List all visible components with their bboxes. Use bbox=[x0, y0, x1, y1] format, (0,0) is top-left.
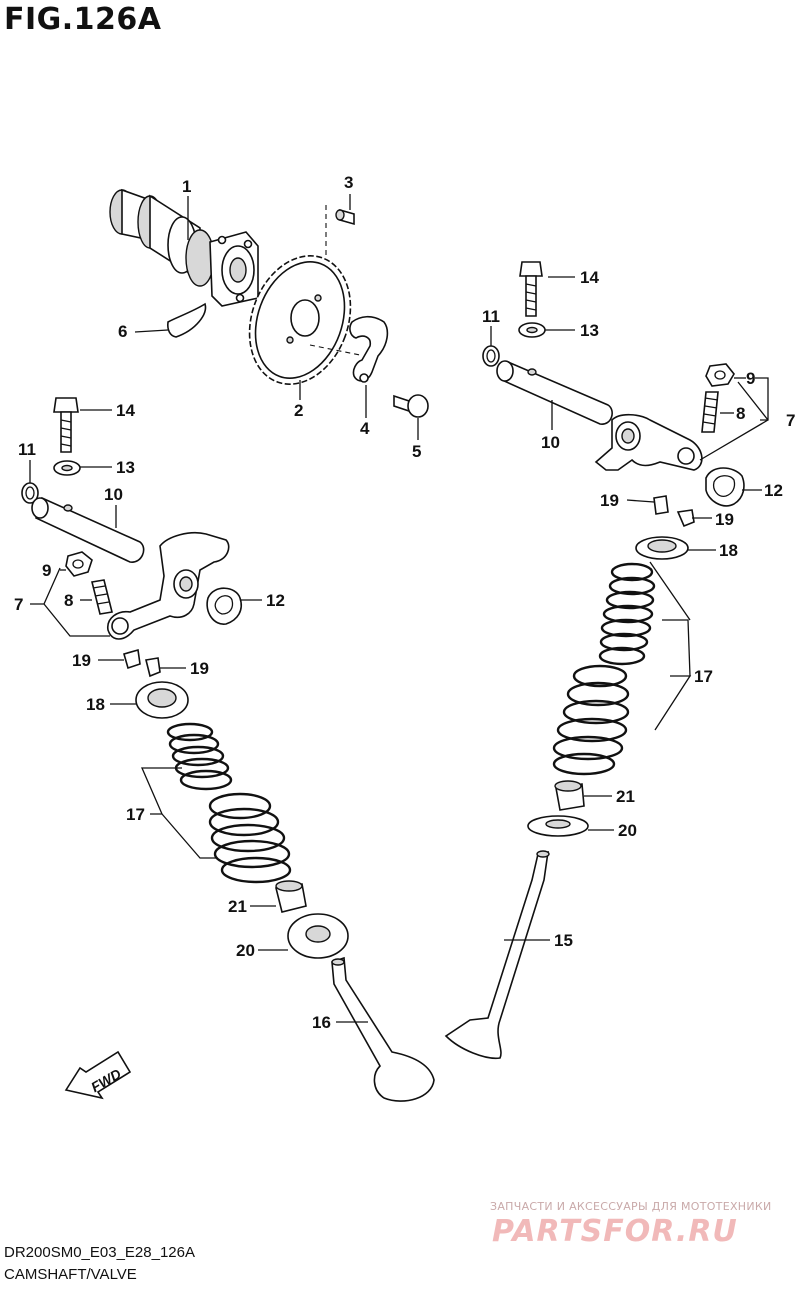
callout-7-right: 7 bbox=[786, 411, 795, 430]
watermark-logo: PARTSFOR.RU bbox=[492, 1214, 738, 1249]
spring-retainer-right-part[interactable] bbox=[635, 536, 689, 560]
spring-seat-right-part[interactable] bbox=[527, 815, 589, 837]
callout-19-right-a: 19 bbox=[600, 491, 619, 510]
stem-seal-left-part[interactable] bbox=[275, 880, 307, 913]
callout-13-left: 13 bbox=[116, 458, 135, 477]
callout-21-left: 21 bbox=[228, 897, 247, 916]
fwd-arrow-icon: FWD bbox=[64, 1050, 132, 1100]
callout-20-right: 20 bbox=[618, 821, 637, 840]
callout-7-left: 7 bbox=[14, 595, 23, 614]
washer-right-part[interactable] bbox=[518, 322, 546, 338]
spring-seat-left-part[interactable] bbox=[287, 913, 349, 959]
rocker-shaft-bolt-right-part[interactable] bbox=[519, 261, 543, 317]
valve-cotter-left-a-part[interactable] bbox=[123, 648, 141, 670]
callout-17-left: 17 bbox=[126, 805, 145, 824]
callout-13-right: 13 bbox=[580, 321, 599, 340]
callout-11-left: 11 bbox=[18, 440, 36, 459]
callout-8-right: 8 bbox=[736, 404, 745, 423]
o-ring-right-part[interactable] bbox=[482, 345, 500, 367]
callout-21-right: 21 bbox=[616, 787, 635, 806]
rocker-shaft-left-part[interactable] bbox=[31, 496, 145, 563]
callout-12-left: 12 bbox=[266, 591, 285, 610]
callout-20-left: 20 bbox=[236, 941, 255, 960]
callout-15: 15 bbox=[554, 931, 573, 950]
callout-17-right: 17 bbox=[694, 667, 713, 686]
adjuster-nut-left-part[interactable] bbox=[65, 551, 93, 577]
callout-2: 2 bbox=[294, 401, 303, 420]
callout-12-right: 12 bbox=[764, 481, 783, 500]
cam-sprocket-part[interactable] bbox=[232, 242, 367, 399]
rocker-arm-left-part[interactable] bbox=[107, 531, 230, 640]
callout-19-right-b: 19 bbox=[715, 510, 734, 529]
callout-5: 5 bbox=[412, 442, 421, 461]
callout-3: 3 bbox=[344, 173, 353, 192]
adjuster-nut-right-part[interactable] bbox=[705, 363, 735, 387]
valve-cotter-right-a-part[interactable] bbox=[653, 495, 669, 515]
rocker-shaft-bolt-left-part[interactable] bbox=[53, 397, 79, 453]
rocker-shaft-right-part[interactable] bbox=[496, 360, 613, 425]
c-clip-part[interactable] bbox=[167, 302, 207, 338]
dowel-pin-part[interactable] bbox=[335, 208, 355, 226]
valve-spring-inner-right-part[interactable] bbox=[598, 562, 656, 666]
intake-valve-part[interactable] bbox=[331, 956, 435, 1102]
callout-14-right: 14 bbox=[580, 268, 599, 287]
valve-spring-inner-left-part[interactable] bbox=[166, 722, 233, 791]
callout-18-right: 18 bbox=[719, 541, 738, 560]
leader-lines bbox=[29, 194, 769, 1023]
adjuster-screw-right-part[interactable] bbox=[701, 391, 719, 433]
callout-14-left: 14 bbox=[116, 401, 135, 420]
callout-18-left: 18 bbox=[86, 695, 105, 714]
valve-spring-outer-right-part[interactable] bbox=[552, 664, 630, 776]
sprocket-bolt-part[interactable] bbox=[393, 394, 429, 418]
washer-left-part[interactable] bbox=[53, 460, 81, 476]
rocker-plate-right-part[interactable] bbox=[705, 467, 745, 507]
adjuster-screw-left-part[interactable] bbox=[91, 579, 113, 615]
lock-plate-part[interactable] bbox=[349, 315, 389, 383]
callout-19-left-b: 19 bbox=[190, 659, 209, 678]
callout-1: 1 bbox=[182, 177, 191, 196]
callout-11-right: 11 bbox=[482, 307, 500, 326]
valve-cotter-left-b-part[interactable] bbox=[145, 657, 161, 678]
rocker-arm-right-part[interactable] bbox=[594, 413, 703, 471]
exhaust-valve-part[interactable] bbox=[444, 850, 550, 1060]
callout-10-right: 10 bbox=[541, 433, 560, 452]
callout-9-right: 9 bbox=[746, 369, 755, 388]
callout-19-left-a: 19 bbox=[72, 651, 91, 670]
callout-10-left: 10 bbox=[104, 485, 123, 504]
stem-seal-right-part[interactable] bbox=[554, 780, 585, 811]
callout-6: 6 bbox=[118, 322, 127, 341]
spring-retainer-left-part[interactable] bbox=[135, 681, 189, 719]
valve-spring-outer-left-part[interactable] bbox=[208, 792, 292, 884]
figure-caption: CAMSHAFT/VALVE bbox=[4, 1266, 137, 1283]
callout-16: 16 bbox=[312, 1013, 331, 1032]
rocker-plate-left-part[interactable] bbox=[206, 587, 242, 625]
callout-9-left: 9 bbox=[42, 561, 51, 580]
model-code: DR200SM0_E03_E28_126A bbox=[4, 1244, 195, 1261]
watermark-tagline: ЗАПЧАСТИ И АКСЕССУАРЫ ДЛЯ МОТОТЕХНИКИ bbox=[490, 1200, 772, 1213]
callout-8-left: 8 bbox=[64, 591, 73, 610]
callout-4: 4 bbox=[360, 419, 370, 438]
figure-title: FIG.126A bbox=[4, 2, 162, 37]
camshaft-part[interactable] bbox=[109, 188, 259, 307]
valve-cotter-right-b-part[interactable] bbox=[676, 509, 695, 528]
